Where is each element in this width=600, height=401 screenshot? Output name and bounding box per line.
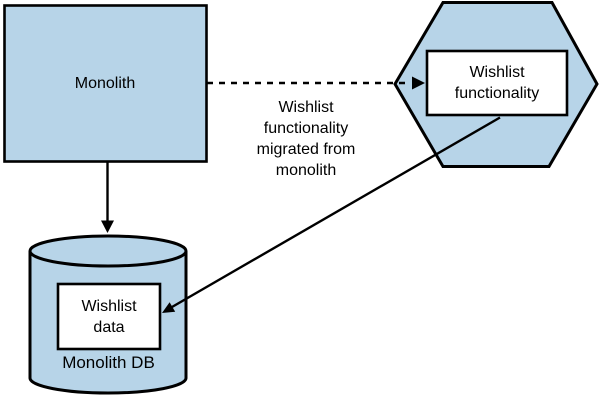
functionality-to-data-arrowhead [162,302,176,313]
monolith-db-cylinder-top [28,234,188,268]
monolith-label: Monolith [74,74,136,92]
wishlist-functionality-box [425,49,569,117]
wishlist-data-box [56,282,162,351]
monolith-db-label: Monolith DB [62,353,155,372]
monolith-box [3,4,208,163]
wishlist-data-label: Wishlist data [81,297,137,336]
migration-dashed-arrowhead [412,76,425,90]
functionality-to-data-arrow-line [171,116,501,309]
migration-annotation: Wishlist functionality migrated from mon… [256,99,356,179]
wishlist-functionality-label: Wishlist functionality [454,64,540,102]
monolith-to-db-arrowhead [101,220,114,233]
